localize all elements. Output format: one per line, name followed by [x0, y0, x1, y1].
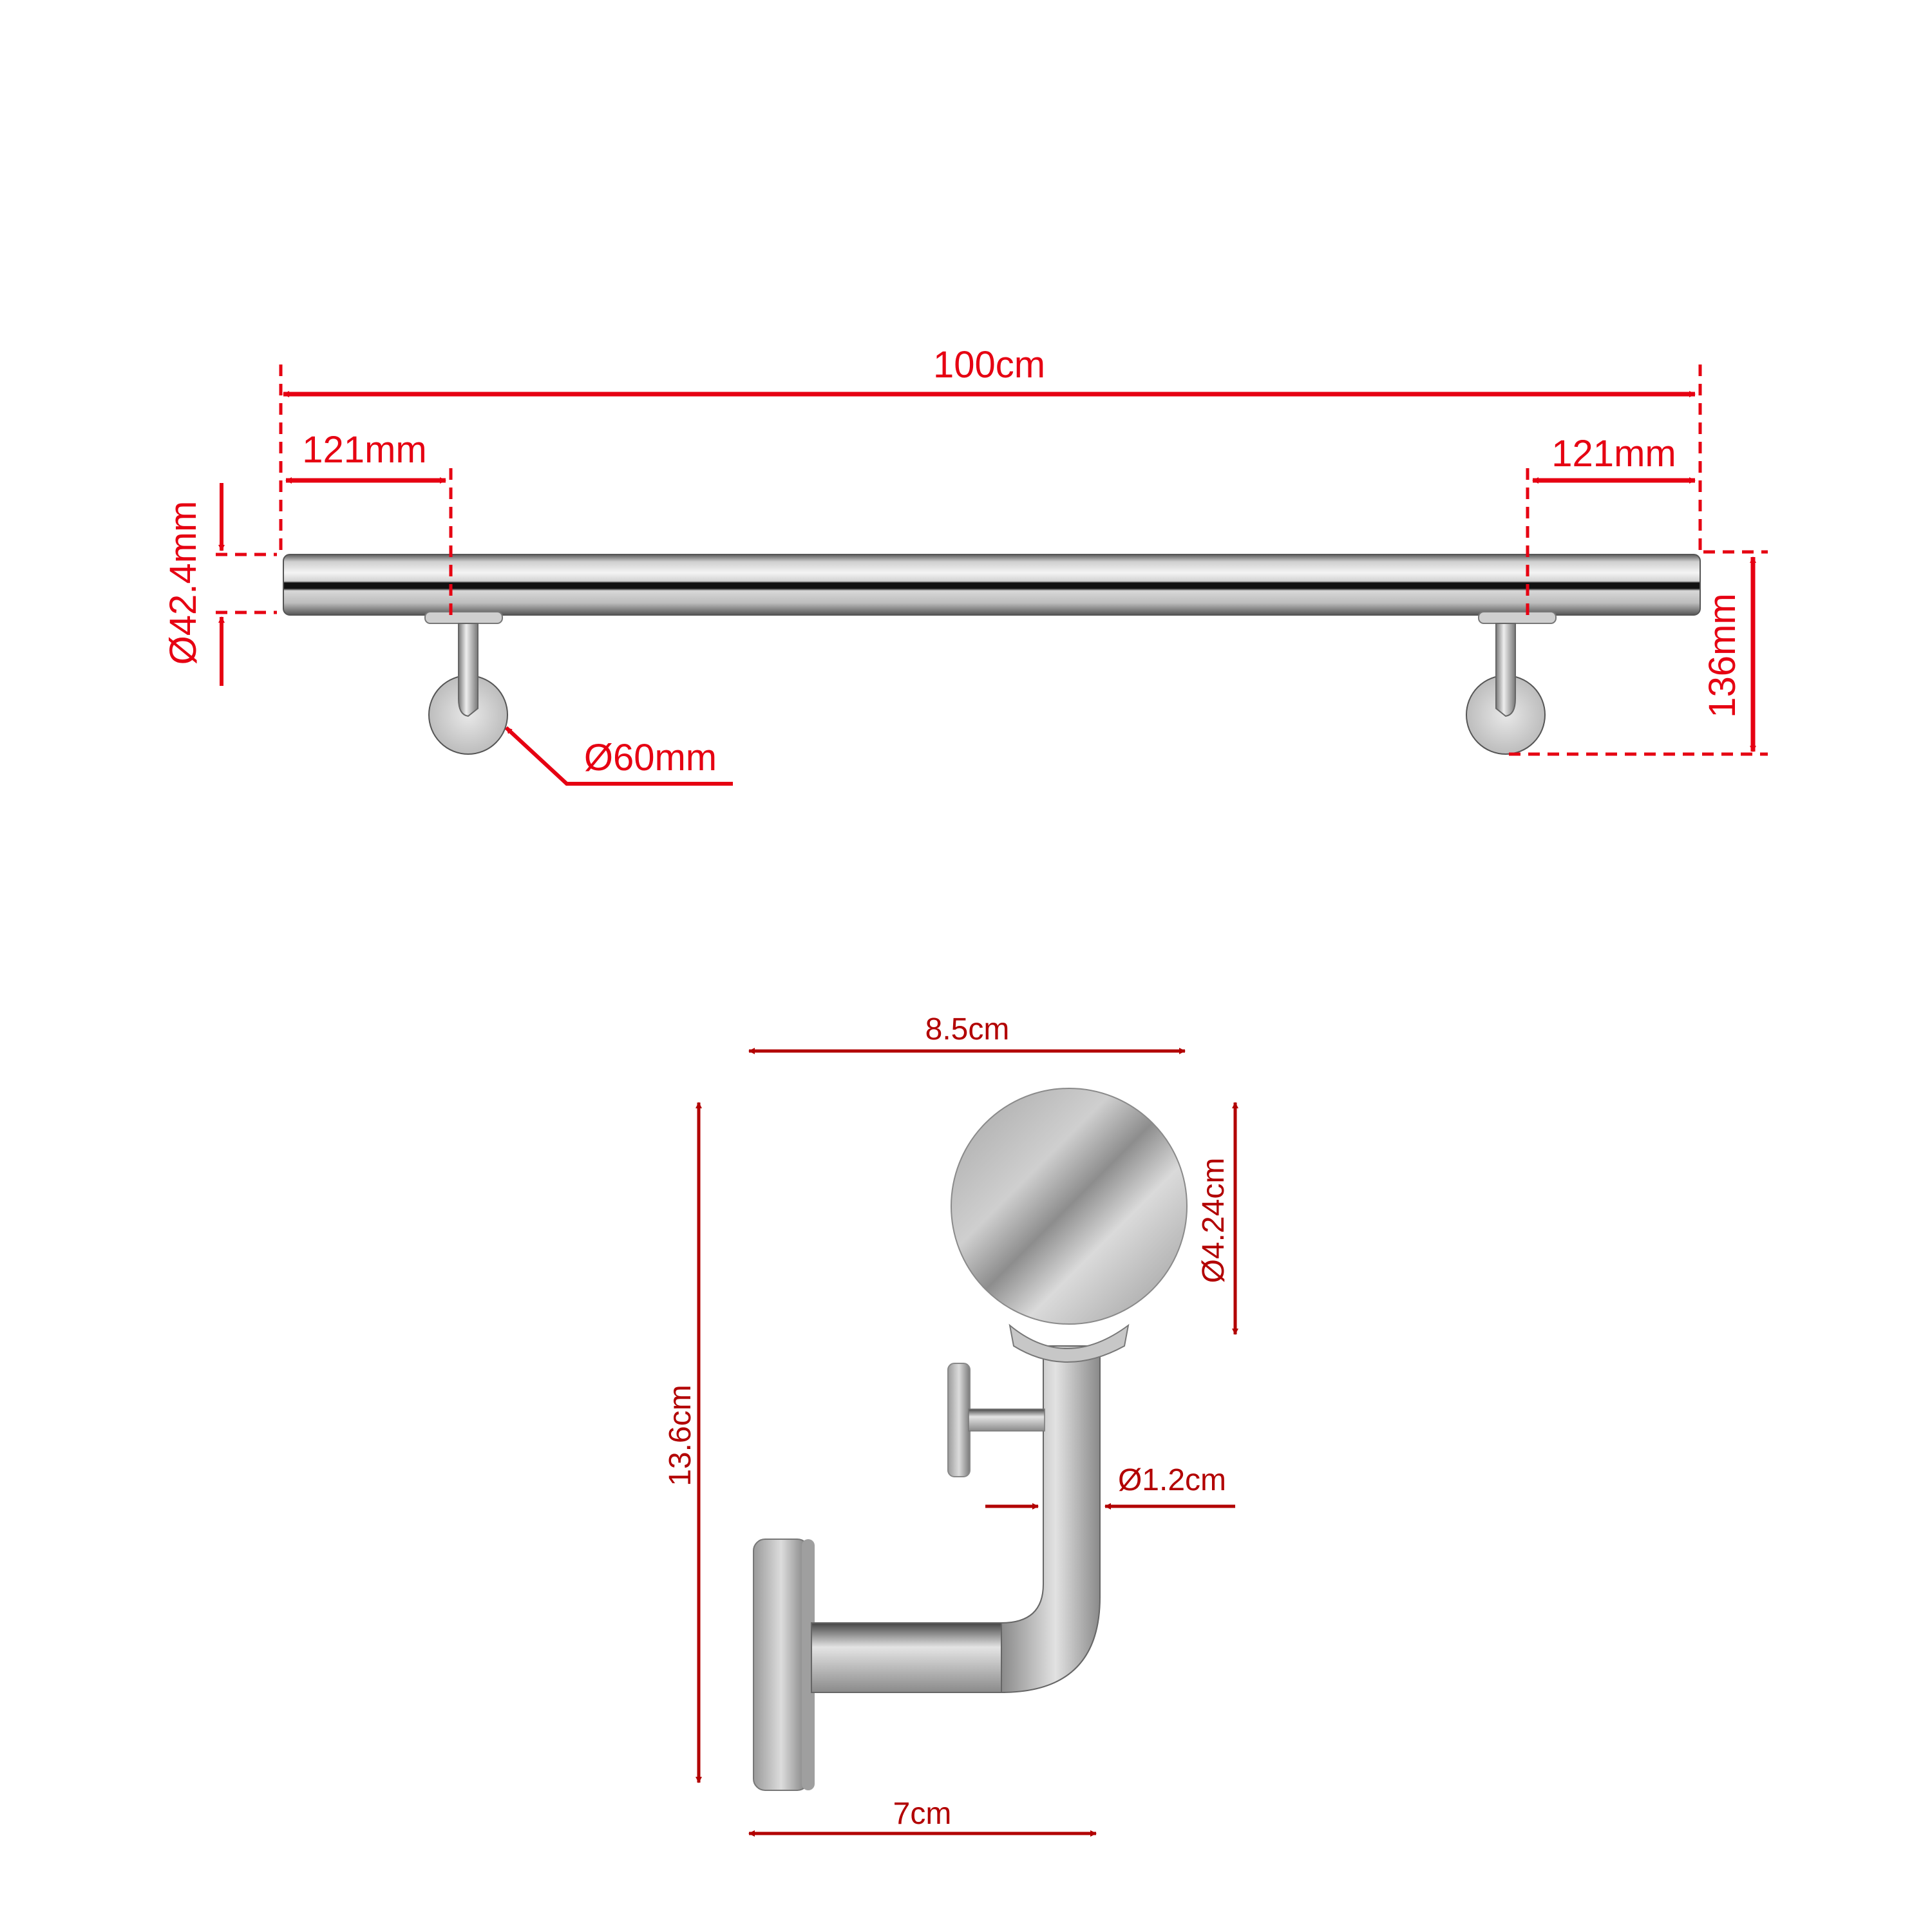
- dimension-total-height: 136mm: [1701, 556, 1756, 752]
- handrail-tube: [283, 554, 1701, 616]
- label-wall-plate-diameter: Ø60mm: [584, 737, 717, 779]
- left-bracket: [424, 611, 508, 755]
- rail-cross-section: [951, 1088, 1188, 1325]
- label-right-offset: 121mm: [1551, 433, 1676, 475]
- dimension-overall-length: 100cm: [283, 344, 1696, 397]
- label-saddle-diameter: Ø4.24cm: [1197, 1158, 1231, 1283]
- label-total-height: 136mm: [1701, 593, 1743, 717]
- fixing-screw: [947, 1363, 1045, 1477]
- label-depth: 8.5cm: [925, 1012, 1010, 1046]
- label-stem-diameter: Ø1.2cm: [1118, 1463, 1226, 1497]
- dimension-arm-length: 7cm: [748, 1797, 1097, 1837]
- dimension-rail-diameter: Ø42.4mm: [162, 483, 225, 686]
- saddle: [1009, 1323, 1130, 1363]
- dimension-stem-diameter: Ø1.2cm: [985, 1463, 1235, 1510]
- right-bracket: [1466, 611, 1557, 755]
- bracket-view: 8.5cm 13.6cm Ø4.24cm Ø1.2cm 7cm: [663, 1012, 1238, 1837]
- extension-lines: [216, 365, 1768, 756]
- wall-plate: [753, 1539, 815, 1791]
- label-overall-length: 100cm: [933, 344, 1045, 386]
- label-rail-diameter: Ø42.4mm: [162, 501, 204, 665]
- dimension-right-offset: 121mm: [1532, 433, 1696, 484]
- label-height: 13.6cm: [663, 1385, 697, 1486]
- label-left-offset: 121mm: [302, 429, 426, 471]
- dimension-left-offset: 121mm: [285, 429, 446, 484]
- dimension-saddle-diameter: Ø4.24cm: [1197, 1102, 1238, 1335]
- dimension-wall-plate-diameter: Ø60mm: [504, 726, 733, 786]
- dimension-depth: 8.5cm: [748, 1012, 1186, 1054]
- label-arm-length: 7cm: [893, 1797, 952, 1831]
- rail-view: 100cm 121mm 121mm Ø42.4mm 136mm Ø60mm: [162, 344, 1768, 786]
- bracket-arm: [811, 1345, 1101, 1694]
- dimension-height: 13.6cm: [663, 1102, 702, 1783]
